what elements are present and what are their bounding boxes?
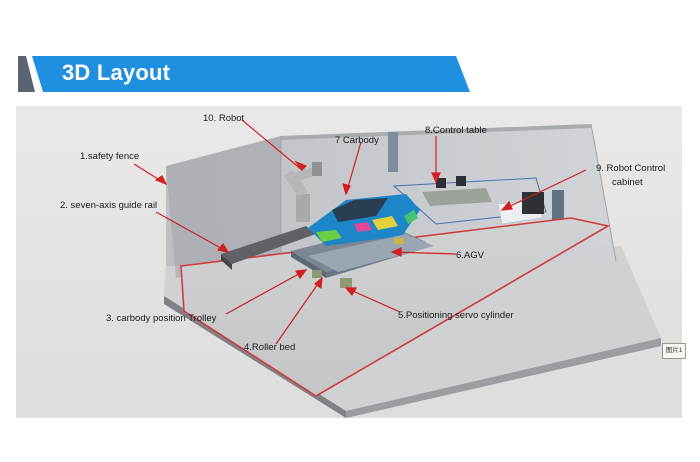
label-guide-rail: 2. seven-axis guide rail (60, 200, 158, 211)
guide-rail (221, 226, 316, 270)
agv (308, 234, 434, 272)
label-robot-control-cabinet-1: 9. Robot Control (596, 163, 666, 174)
label-servo-cylinder: 5.Positioning servo cylinder (398, 310, 514, 321)
fence-outline (180, 217, 611, 397)
label-robot: 10. Robot (203, 113, 245, 124)
label-safety-fence: 1.safety fence (80, 151, 140, 162)
label-agv: 6.AGV (456, 250, 484, 261)
callout-arrows (133, 119, 587, 345)
label-control-table: 8.Control table (425, 125, 487, 136)
cell-floor (181, 218, 608, 396)
label-trolley: 3. carbody position Trolley (106, 313, 217, 324)
robot-arm (284, 162, 322, 222)
left-glass-wall (166, 136, 281, 278)
control-zone-outline (392, 177, 547, 225)
label-robot-control-cabinet-2: cabinet (612, 177, 643, 188)
control-table (422, 176, 492, 206)
label-roller-bed: 4.Roller bed (244, 342, 296, 353)
image-tag[interactable]: 图片1 (662, 343, 686, 359)
banner-shape (18, 56, 470, 92)
page-title: 3D Layout (62, 60, 171, 85)
section-banner: 3D Layout (18, 56, 473, 92)
layout-render (16, 106, 682, 418)
label-carbody: 7 Carbody (335, 135, 379, 146)
servo-cylinders (312, 270, 352, 288)
carbody (308, 194, 420, 246)
